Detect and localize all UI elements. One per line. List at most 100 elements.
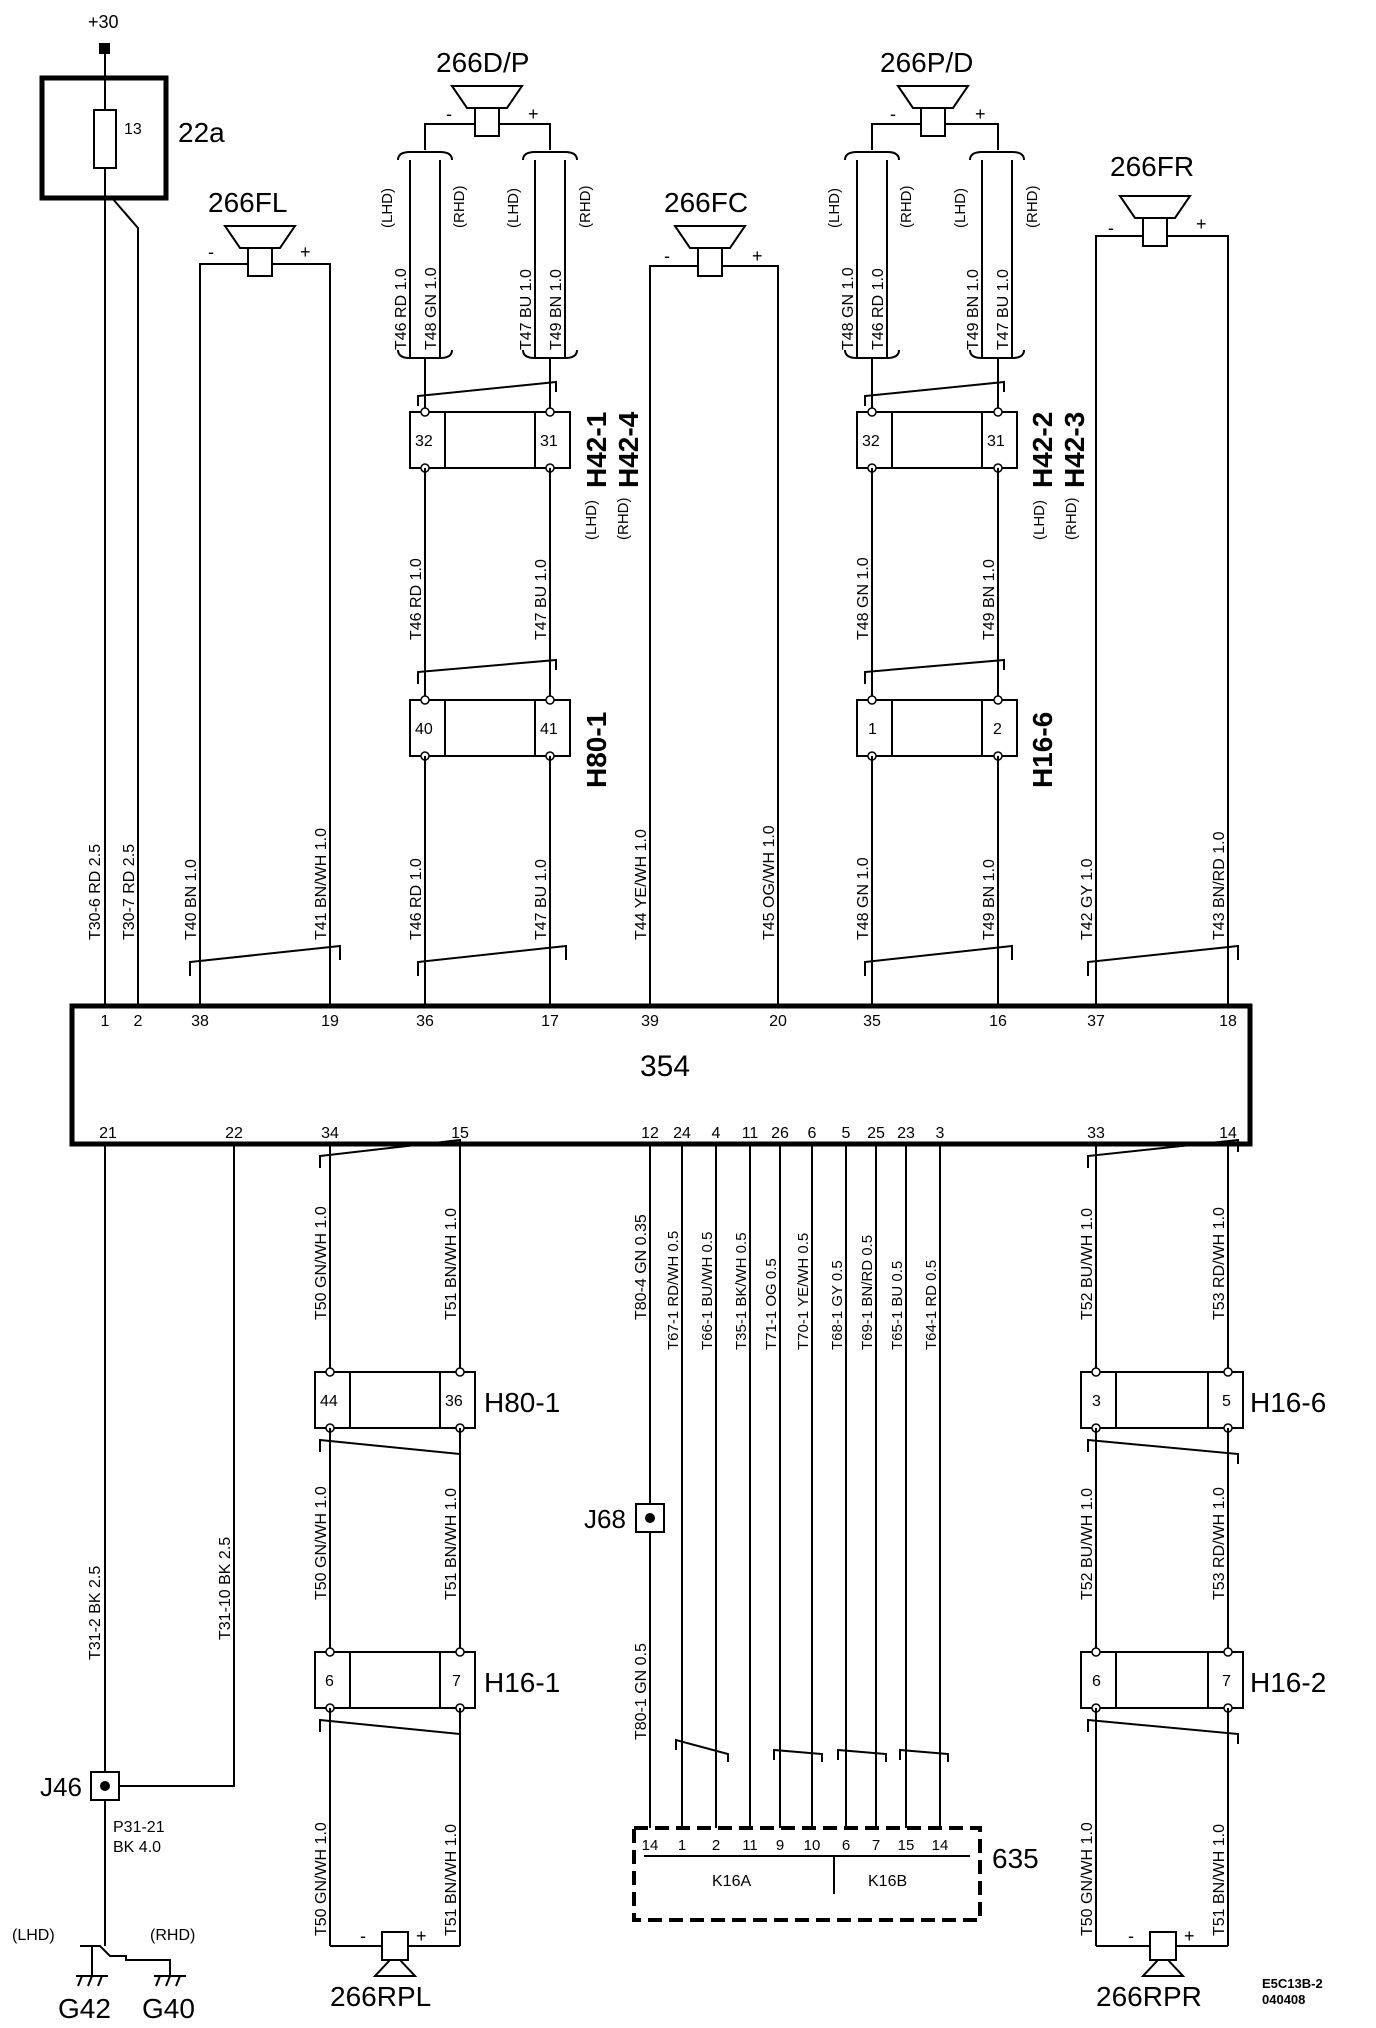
supply-label: +30 — [88, 12, 119, 32]
top-pin-39: 39 — [641, 1013, 659, 1030]
bottom-pin-4: 4 — [712, 1125, 721, 1142]
wire-t51b-label: T51 BN/WH 1.0 — [443, 1488, 460, 1600]
bottom-pin-22: 22 — [225, 1125, 243, 1142]
wire-t48d-label: T48 GN 1.0 — [855, 857, 872, 940]
wire-t47a-label: T47 BU 1.0 — [518, 269, 535, 350]
bottom-pin-14: 14 — [1219, 1125, 1237, 1142]
bottom-pin-25: 25 — [867, 1125, 885, 1142]
wire-t47c-label: T47 BU 1.0 — [533, 859, 550, 940]
dp-rhd-2: (RHD) — [577, 186, 594, 229]
wire-t68-label: T68-1 GY 0.5 — [829, 1260, 846, 1350]
wire-t40-label: T40 BN 1.0 — [183, 859, 200, 940]
top-pin-36: 36 — [416, 1013, 434, 1030]
wire-t30-7-label: T30-7 RD 2.5 — [121, 844, 138, 940]
pd-lhd-2: (LHD) — [952, 188, 969, 228]
h80b-pin-b: 36 — [445, 1393, 463, 1410]
h166b-pin-a: 3 — [1092, 1393, 1101, 1410]
connector-h42-2-label: H42-2 — [1027, 412, 1058, 488]
wire-t80-1-label: T80-1 GN 0.5 — [633, 1643, 650, 1740]
module-k16a-label: K16A — [712, 1873, 751, 1890]
speaker-pd — [896, 85, 970, 137]
footer-date: 040408 — [1262, 1992, 1305, 2007]
ground-rhd: (RHD) — [150, 1927, 195, 1944]
bottom-pin-21: 21 — [99, 1125, 117, 1142]
pd-rhd-1: (RHD) — [898, 186, 915, 229]
fl-minus: - — [208, 242, 214, 262]
bottom-pin-24: 24 — [673, 1125, 691, 1142]
top-pin-20: 20 — [769, 1013, 787, 1030]
wire-t53a-label: T53 RD/WH 1.0 — [1211, 1207, 1228, 1320]
speaker-fr — [1118, 195, 1192, 247]
wire-t49c-label: T49 BN 1.0 — [981, 559, 998, 640]
h42l-lhd: (LHD) — [583, 500, 600, 540]
h42r-pin-b: 31 — [987, 433, 1005, 450]
h80-pin-a: 40 — [415, 721, 433, 738]
wire-t69-label: T69-1 BN/RD 0.5 — [859, 1235, 876, 1350]
rpl-plus: + — [416, 1926, 427, 1946]
wire-t49b-label: T49 BN 1.0 — [965, 269, 982, 350]
splice-j68-label: J68 — [584, 1504, 626, 1534]
ground-g40-label: G40 — [142, 1993, 195, 2024]
pd-minus: - — [890, 104, 896, 124]
connector-h16-6-label: H16-6 — [1027, 712, 1058, 788]
wire-t80-4-label: T80-4 GN 0.35 — [633, 1214, 650, 1320]
wire-t46c-label: T46 RD 1.0 — [408, 858, 425, 940]
h42r-rhd: (RHD) — [1063, 498, 1080, 541]
speaker-fl — [223, 225, 297, 277]
top-pin-38: 38 — [191, 1013, 209, 1030]
module-pin-9: 9 — [776, 1837, 784, 1854]
wire-t50a-label: T50 GN/WH 1.0 — [313, 1206, 330, 1320]
h42l-pin-a: 32 — [415, 433, 433, 450]
wire-t51d-label: T51 BN/WH 1.0 — [1211, 1824, 1228, 1936]
h42l-rhd: (RHD) — [615, 498, 632, 541]
speaker-fc-label: 266FC — [664, 187, 748, 218]
speaker-dp-label: 266D/P — [436, 47, 529, 78]
module-635-label: 635 — [992, 1843, 1039, 1874]
wire-t35-label: T35-1 BK/WH 0.5 — [733, 1232, 750, 1350]
wire-t50b-label: T50 GN/WH 1.0 — [313, 1486, 330, 1600]
bottom-pin-3: 3 — [936, 1125, 945, 1142]
bottom-pin-5: 5 — [842, 1125, 851, 1142]
connector-h42-4-label: H42-4 — [613, 411, 644, 488]
ground-g42-label: G42 — [58, 1993, 111, 2024]
h166b-pin-b: 5 — [1222, 1393, 1231, 1410]
pd-plus: + — [975, 104, 986, 124]
bottom-pin-15: 15 — [451, 1125, 469, 1142]
connector-h16-6-lower-label: H16-6 — [1250, 1387, 1326, 1418]
wire-t41 — [272, 263, 331, 1006]
top-pin-17: 17 — [541, 1013, 559, 1030]
wire-t65-label: T65-1 BU 0.5 — [889, 1261, 906, 1350]
connector-h16-1 — [314, 1651, 476, 1709]
wire-t44-label: T44 YE/WH 1.0 — [633, 829, 650, 940]
wire-t52a-label: T52 BU/WH 1.0 — [1079, 1208, 1096, 1320]
module-pin-6: 6 — [842, 1837, 850, 1854]
wire-t41-label: T41 BN/WH 1.0 — [313, 828, 330, 940]
top-pin-1: 1 — [101, 1013, 110, 1030]
pd-lhd-1: (LHD) — [826, 188, 843, 228]
wire-t31-10 — [105, 1144, 235, 1787]
connector-h16-6-lower — [1080, 1371, 1244, 1429]
wire-t30-7 — [111, 197, 139, 1006]
dp-lhd-2: (LHD) — [505, 188, 522, 228]
h42r-pin-a: 32 — [862, 433, 880, 450]
rpr-minus: - — [1128, 1926, 1134, 1946]
fuse-element — [93, 109, 117, 169]
connector-h42-3-label: H42-3 — [1059, 412, 1090, 488]
wire-t51a-label: T51 BN/WH 1.0 — [443, 1208, 460, 1320]
dp-lhd-1: (LHD) — [379, 188, 396, 228]
h42r-lhd: (LHD) — [1031, 500, 1048, 540]
fl-plus: + — [300, 242, 311, 262]
speaker-rpl — [372, 1931, 418, 1977]
wire-t44 — [649, 265, 698, 1006]
bottom-pin-11: 11 — [742, 1125, 759, 1142]
top-pin-37: 37 — [1087, 1013, 1105, 1030]
wire-t71-label: T71-1 OG 0.5 — [763, 1258, 780, 1350]
wire-t67-label: T67-1 RD/WH 0.5 — [665, 1231, 682, 1350]
supply-terminal — [99, 43, 110, 54]
module-pin-14: 14 — [642, 1837, 659, 1854]
connector-h42-2 — [856, 411, 1018, 469]
wire-t50d-label: T50 GN/WH 1.0 — [1079, 1822, 1096, 1936]
fuse-name: 22a — [178, 117, 225, 148]
